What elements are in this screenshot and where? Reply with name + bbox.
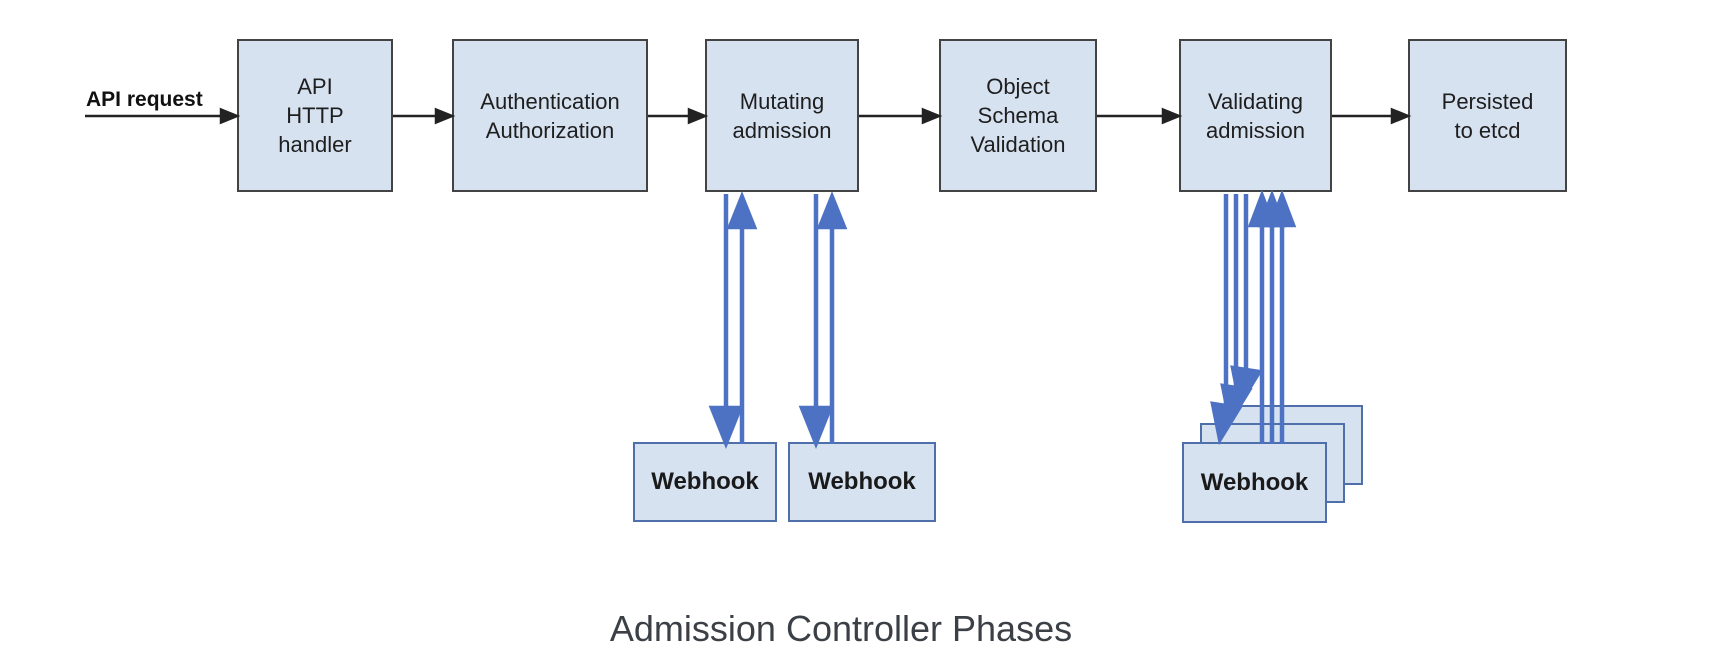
phase-label: Authentication Authorization [480, 88, 620, 143]
arrowhead-up-icon [726, 190, 758, 230]
phase-box-object-schema-validation: Object Schema Validation [939, 39, 1097, 192]
arrowhead-right-icon [434, 107, 456, 125]
validating-webhook-box-front: Webhook [1182, 442, 1327, 523]
phase-box-mutating-admission: Mutating admission [705, 39, 859, 192]
arrowhead-right-icon [1390, 107, 1412, 125]
arrowhead-down-icon [798, 405, 834, 450]
arrowhead-right-icon [921, 107, 943, 125]
diagram-caption: Admission Controller Phases [609, 608, 1073, 649]
api-request-label: API request [86, 88, 203, 111]
phase-label: API HTTP handler [278, 74, 352, 157]
arrowhead-up-icon [1257, 189, 1287, 228]
phase-label: Validating admission [1205, 88, 1306, 143]
mutating-webhook-arrows-2 [798, 190, 848, 450]
phase-label: Persisted to etcd [1441, 88, 1534, 143]
flow-arrow-schema-to-validating [1097, 107, 1183, 125]
phase-label: Object Schema Validation [970, 74, 1066, 157]
mutating-webhook-arrows-1 [708, 190, 758, 450]
arrowhead-right-icon [1161, 107, 1183, 125]
phase-label: Mutating admission [732, 88, 832, 143]
flow-arrow-handler-to-auth [393, 107, 456, 125]
phase-box-authentication-authorization: Authentication Authorization [452, 39, 648, 192]
phase-box-persisted-to-etcd: Persisted to etcd [1408, 39, 1567, 192]
arrowhead-up-icon [816, 190, 848, 230]
mutating-webhook-box-1: Webhook [633, 442, 777, 522]
flow-arrow-auth-to-mutating [648, 107, 709, 125]
arrowhead-down-icon [1230, 365, 1263, 410]
arrowhead-right-icon [219, 107, 241, 125]
flow-arrow-mutating-to-schema [859, 107, 943, 125]
arrowhead-up-icon [1247, 189, 1277, 228]
webhook-label: Webhook [1200, 468, 1309, 496]
arrowhead-right-icon [687, 107, 709, 125]
arrowhead-down-icon [708, 405, 744, 450]
webhook-label: Webhook [651, 468, 759, 495]
phase-box-validating-admission: Validating admission [1179, 39, 1332, 192]
phase-box-api-http-handler: API HTTP handler [237, 39, 393, 192]
flow-arrow-validating-to-etcd [1332, 107, 1412, 125]
mutating-webhook-box-2: Webhook [788, 442, 936, 522]
webhook-label: Webhook [808, 468, 916, 495]
arrowhead-up-icon [1267, 189, 1297, 228]
